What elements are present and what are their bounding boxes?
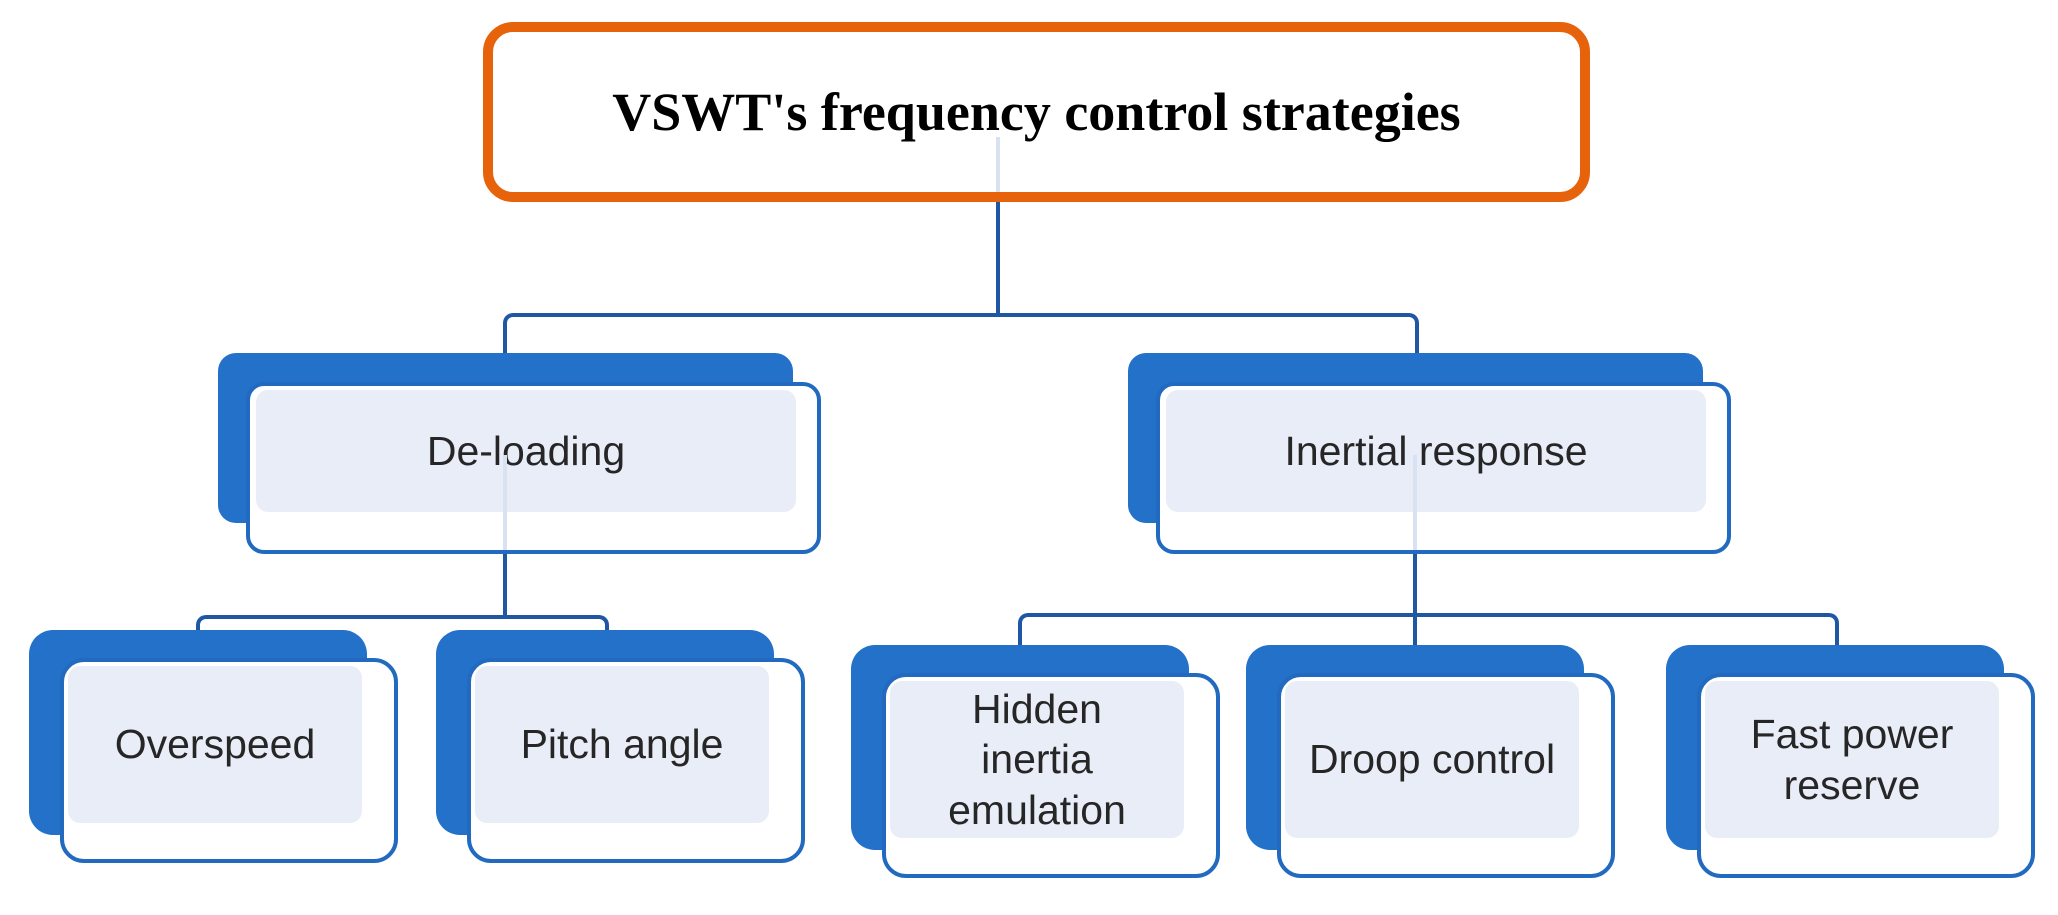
node-panel: Droop control: [1285, 681, 1579, 838]
connector-faint-through-inertial-response: [1413, 455, 1417, 550]
connector-deloading-trunk: [503, 551, 507, 617]
node-label-overspeed: Overspeed: [114, 721, 316, 768]
title-label: VSWT's frequency control strategies: [612, 82, 1461, 142]
connector-root-trunk: [996, 202, 1000, 315]
node-panel: Overspeed: [68, 666, 362, 823]
node-pitch-angle: Pitch angle: [436, 630, 805, 863]
connector-faint-through-title: [996, 137, 1000, 192]
node-label-de-loading: De-loading: [426, 427, 626, 474]
node-panel: Pitch angle: [475, 666, 769, 823]
node-label-pitch-angle: Pitch angle: [520, 721, 724, 768]
node-fast-power-reserve: Fast power reserve: [1666, 645, 2035, 878]
node-panel: Fast power reserve: [1705, 681, 1999, 838]
node-overspeed: Overspeed: [29, 630, 398, 863]
node-panel: Hidden inertia emulation: [890, 681, 1184, 838]
node-label-hidden-inertia-emulation: Hidden inertia emulation: [948, 686, 1126, 833]
node-inertial-response: Inertial response: [1128, 353, 1731, 554]
title-node: VSWT's frequency control strategies: [483, 22, 1590, 202]
node-panel: De-loading: [256, 390, 796, 512]
node-label-droop-control: Droop control: [1308, 736, 1556, 783]
node-panel: Inertial response: [1166, 390, 1706, 512]
node-droop-control: Droop control: [1246, 645, 1615, 878]
connector-faint-through-de-loading: [503, 455, 507, 550]
node-hidden-inertia-emulation: Hidden inertia emulation: [851, 645, 1220, 878]
node-label-fast-power-reserve: Fast power reserve: [1750, 711, 1954, 808]
connector-level1-bracket: [503, 313, 1419, 355]
node-label-inertial-response: Inertial response: [1284, 427, 1588, 474]
node-de-loading: De-loading: [218, 353, 821, 554]
connector-inertial-bracket: [1018, 613, 1839, 658]
connector-inertial-trunk: [1413, 551, 1417, 657]
